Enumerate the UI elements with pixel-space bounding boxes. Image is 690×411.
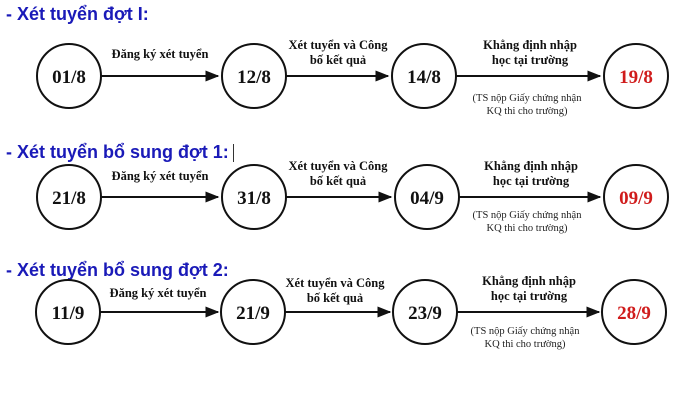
final-date-node	[603, 164, 669, 230]
date-node	[392, 279, 458, 345]
step-label: bố kết quả	[310, 174, 367, 188]
note-label: (TS nộp Giấy chứng nhận	[473, 210, 583, 221]
final-date-label: 28/9	[617, 303, 651, 324]
date-node	[221, 43, 287, 109]
date-label: 23/9	[408, 303, 442, 324]
date-label: 11/9	[52, 303, 85, 324]
step-label: Đăng ký xét tuyển	[110, 286, 207, 300]
date-node	[36, 164, 102, 230]
note-label: KQ thi cho trường)	[487, 223, 568, 234]
round-1-title: - Xét tuyển đợt I:	[6, 4, 149, 24]
final-date-node	[601, 279, 667, 345]
final-date-label: 19/8	[619, 67, 653, 88]
round-3-title: - Xét tuyển bổ sung đợt 2:	[6, 260, 229, 280]
note-label: KQ thi cho trường)	[485, 339, 566, 350]
date-label: 21/9	[236, 303, 270, 324]
final-date-node	[603, 43, 669, 109]
date-node	[221, 164, 287, 230]
step-label: học tại trường	[491, 289, 568, 303]
date-node	[394, 164, 460, 230]
step-label: Xét tuyển và Công	[286, 276, 386, 290]
date-label: 12/8	[237, 67, 271, 88]
step-label: bố kết quả	[310, 53, 367, 67]
date-label: 31/8	[237, 188, 271, 209]
note-label: (TS nộp Giấy chứng nhận	[473, 93, 583, 104]
step-label: Đăng ký xét tuyển	[112, 169, 209, 183]
date-node	[35, 279, 101, 345]
note-label: KQ thi cho trường)	[487, 106, 568, 117]
round-2-timeline: 21/8 31/8 04/9 09/9 Đăng ký xét tuyển Xé…	[36, 159, 669, 234]
round-2-title: - Xét tuyển bổ sung đợt 1:	[6, 142, 234, 163]
date-label: 21/8	[52, 188, 86, 209]
step-label: Đăng ký xét tuyển	[112, 47, 209, 61]
date-label: 01/8	[52, 67, 86, 88]
step-label: học tại trường	[493, 174, 570, 188]
date-label: 14/8	[407, 67, 441, 88]
step-label: Khẳng định nhập	[483, 38, 577, 52]
step-label: Khẳng định nhập	[482, 274, 576, 288]
step-label: Khẳng định nhập	[484, 159, 578, 173]
step-label: Xét tuyển và Công	[289, 159, 389, 173]
step-label: học tại trường	[492, 53, 569, 67]
date-node	[36, 43, 102, 109]
date-node	[391, 43, 457, 109]
note-label: (TS nộp Giấy chứng nhận	[471, 326, 581, 337]
step-label: bố kết quả	[307, 291, 364, 305]
final-date-label: 09/9	[619, 188, 653, 209]
date-label: 04/9	[410, 188, 444, 209]
text-cursor	[232, 144, 234, 163]
date-node	[220, 279, 286, 345]
round-2-title-text: - Xét tuyển bổ sung đợt 1:	[6, 142, 229, 162]
step-label: Xét tuyển và Công	[289, 38, 389, 52]
round-3-timeline: 11/9 21/9 23/9 28/9 Đăng ký xét tuyển Xé…	[35, 274, 667, 350]
round-1-timeline: 01/8 12/8 14/8 19/8 Đăng ký xét tuyển Xé…	[36, 38, 669, 117]
